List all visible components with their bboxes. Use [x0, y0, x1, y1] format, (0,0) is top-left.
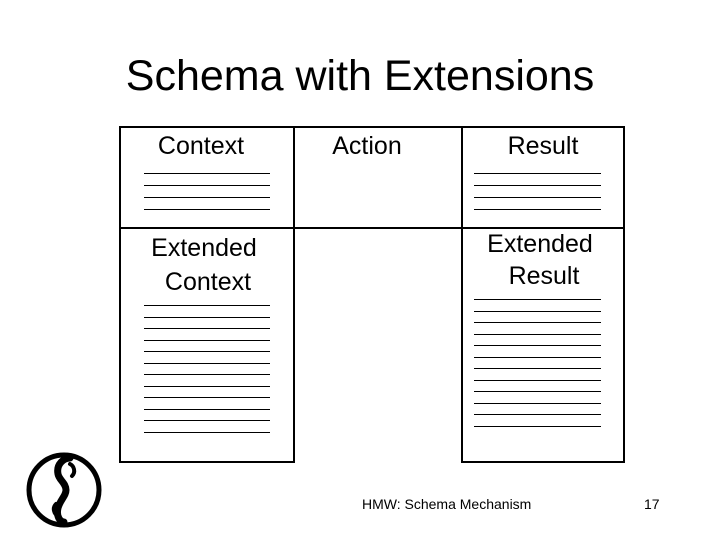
stylized-s-logo-icon: [26, 452, 102, 528]
slide-title: Schema with Extensions: [125, 52, 595, 100]
extension-divider-line: [119, 227, 625, 229]
rule-line: [144, 351, 270, 352]
rule-line: [474, 414, 601, 415]
rule-line: [144, 209, 270, 210]
rule-line: [474, 356, 601, 358]
action-label: Action: [332, 132, 402, 160]
extended-result-rules: [474, 299, 601, 427]
rule-line: [474, 299, 601, 300]
rule-line: [474, 425, 601, 427]
rule-line: [474, 209, 601, 210]
page-number: 17: [644, 496, 660, 512]
rule-line: [474, 197, 601, 198]
rule-line: [144, 362, 270, 364]
context-rules: [144, 173, 270, 210]
context-label: Context: [157, 132, 245, 160]
result-column-box: [461, 126, 625, 463]
extended-result-label-line1: Extended: [487, 230, 593, 258]
rule-line: [144, 431, 270, 433]
rule-line: [144, 305, 270, 306]
rule-line: [144, 316, 270, 318]
rule-line: [144, 408, 270, 410]
rule-line: [144, 197, 270, 198]
rule-line: [474, 345, 601, 346]
rule-line: [474, 391, 601, 392]
extended-context-label-line2: Context: [164, 268, 252, 296]
rule-line: [474, 322, 601, 323]
rule-line: [144, 328, 270, 329]
rule-line: [144, 185, 270, 186]
rule-line: [474, 379, 601, 381]
rule-line: [474, 185, 601, 186]
extended-context-label-line1: Extended: [151, 234, 257, 262]
extended-result-label-line2: Result: [508, 262, 580, 290]
rule-line: [144, 420, 270, 421]
rule-line: [474, 333, 601, 335]
rule-line: [144, 339, 270, 341]
context-column-box: [119, 126, 295, 463]
rule-line: [144, 374, 270, 375]
footer-caption: HMW: Schema Mechanism: [362, 496, 532, 512]
rule-line: [144, 397, 270, 398]
action-cell-top-border: [293, 126, 463, 128]
rule-line: [144, 385, 270, 387]
rule-line: [144, 173, 270, 174]
result-label: Result: [507, 132, 579, 160]
rule-line: [474, 310, 601, 312]
rule-line: [474, 402, 601, 404]
rule-line: [474, 173, 601, 174]
rule-line: [474, 368, 601, 369]
extended-context-rules: [144, 305, 270, 433]
result-rules: [474, 173, 601, 210]
